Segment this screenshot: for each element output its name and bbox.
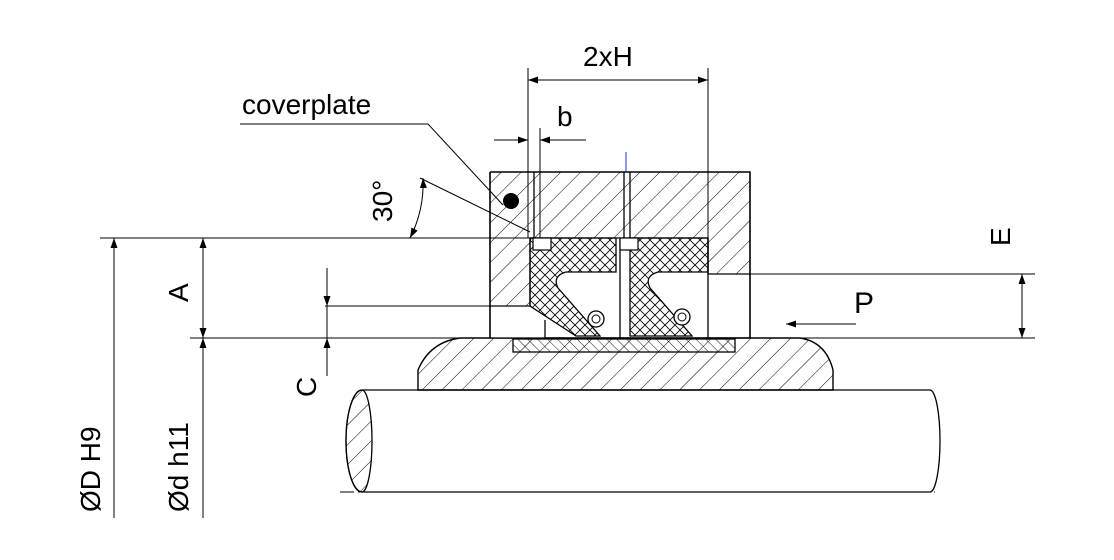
extension-lines (100, 68, 1035, 339)
seal-right (629, 237, 709, 337)
pressure-arrow: P (786, 287, 874, 328)
label-coverplate: coverplate (242, 89, 371, 120)
dim-c: C (291, 268, 331, 397)
label-angle: 30° (367, 180, 398, 222)
dim-a: A (163, 238, 207, 338)
dim-angle: 30° (367, 177, 427, 239)
label-p: P (854, 287, 874, 320)
anti-extrusion-left (532, 237, 552, 251)
label-bore-diameter: ØD H9 (75, 426, 106, 512)
dim-b: b (494, 101, 586, 144)
weld-dot (503, 193, 519, 209)
o-ring-right (673, 308, 691, 326)
dim-bore-diameter: ØD H9 (75, 238, 118, 518)
seal-left (529, 237, 617, 337)
anti-extrusion-right (619, 237, 639, 251)
seal-groove (529, 237, 709, 338)
bushing-strip (512, 338, 736, 353)
label-b: b (557, 101, 573, 132)
o-ring-left (587, 310, 605, 328)
label-e: E (985, 227, 1016, 246)
label-2xh: 2xH (583, 41, 633, 72)
dim-rod-diameter: Ød h11 (163, 338, 207, 518)
rod (340, 389, 941, 493)
label-a: A (163, 283, 194, 302)
dim-2xh: 2xH (528, 41, 708, 84)
label-rod-diameter: Ød h11 (163, 422, 194, 512)
label-c: C (291, 377, 322, 397)
dim-e: E (985, 227, 1026, 338)
leader-coverplate: coverplate (240, 89, 504, 206)
